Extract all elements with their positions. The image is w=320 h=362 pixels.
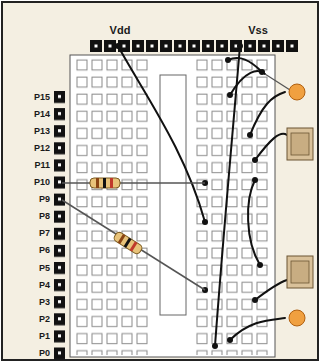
pin-name: P14 [34,110,50,119]
pin-name: P6 [39,246,50,255]
pushbutton-symbol [287,128,313,160]
pin-name: P11 [34,161,50,170]
board-outline [2,2,318,360]
pin-name: P9 [39,195,50,204]
pin-name: Vss [248,25,268,36]
left-socket-block [75,57,150,355]
resistor-symbol [62,200,205,290]
pin-name: P2 [39,315,50,324]
pin-name: P8 [39,212,50,221]
io-header [54,91,65,362]
center-channel [160,75,186,315]
pin-name: P10 [34,178,50,187]
pin-name: P0 [39,349,50,358]
pin-name: P7 [39,229,50,238]
led-symbol [289,310,305,326]
wire-ends [115,43,265,349]
pin-name: P1 [39,332,50,341]
pin-name: P5 [39,264,50,273]
pin-name: Vdd [110,25,131,36]
resistor-symbol [62,178,205,188]
pin-name: P15 [34,93,50,102]
pin-name: P12 [34,144,50,153]
pin-name: P13 [34,127,50,136]
pin-name: P3 [39,298,50,307]
jumper-wires [118,46,287,346]
breadboard [70,55,275,357]
led-symbol [265,74,305,100]
pushbutton-symbol [287,256,313,288]
right-socket-block [195,57,270,355]
pin-name: P4 [39,281,50,290]
power-header [90,40,300,52]
